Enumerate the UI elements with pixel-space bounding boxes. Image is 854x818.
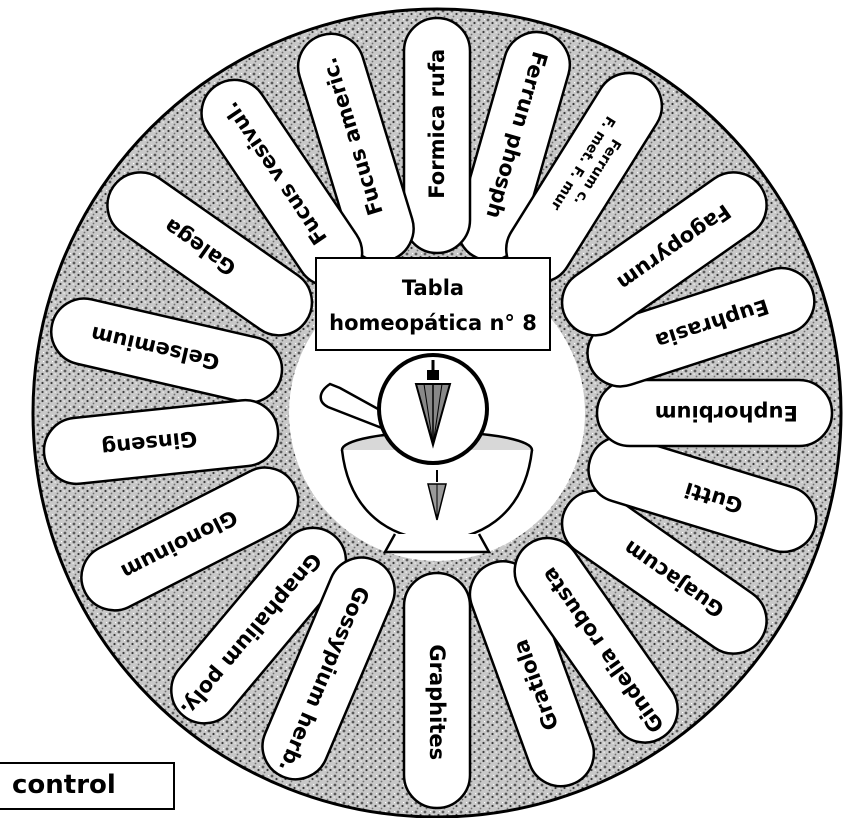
petal-formica-rufa: Formica rufa <box>402 16 472 255</box>
petal-shape-gnaphalium-poly <box>170 526 348 725</box>
petal-shape-fagopyrum <box>560 171 768 337</box>
petal-shape-glonoinum <box>80 466 300 612</box>
pendulum-icon <box>377 353 489 465</box>
petal-shape-gossypium-herb <box>261 556 396 781</box>
petal-shape-gutti <box>587 435 818 554</box>
petal-gelsemium: Gelsemium <box>50 297 284 404</box>
mortar-base <box>382 533 492 554</box>
petal-shape-euphorbium <box>595 378 834 448</box>
petal-galega: Galega <box>106 171 314 337</box>
title-box: Tabla homeopática n° 8 <box>315 257 551 351</box>
petal-shape-graphites <box>402 571 472 810</box>
title-box-frame <box>315 257 551 351</box>
petal-euphorbium: Euphorbium <box>595 378 834 448</box>
remedy-label-euphorbium: Euphorbium <box>655 401 798 425</box>
petal-gratiola: Gratiola <box>468 560 596 788</box>
remedy-label-formica-rufa: Formica rufa <box>425 49 449 199</box>
petal-ginseng: Ginseng <box>42 398 280 486</box>
petal-shape-euphrasia <box>586 266 816 388</box>
control-label: control <box>12 770 116 800</box>
mortar-and-pestle-icon <box>319 382 534 554</box>
petal-shape-guajacum <box>560 489 768 655</box>
petal-shape-ginseng <box>42 398 280 486</box>
petal-shape-galega <box>106 171 314 337</box>
petal-euphrasia: Euphrasia <box>586 266 816 388</box>
petal-graphites: Graphites <box>402 571 472 810</box>
remedy-label-graphites: Graphites <box>425 644 449 760</box>
title-line-1: Tabla <box>402 276 464 300</box>
petal-shape-gelsemium <box>50 297 284 404</box>
control-tab: control <box>0 762 175 810</box>
petal-shape-gratiola <box>468 560 596 788</box>
title-line-2: homeopática n° 8 <box>329 311 537 335</box>
petal-shape-gindelia-robusta <box>513 536 679 744</box>
petal-shape-formica-rufa <box>402 16 472 255</box>
petal-gutti: Gutti <box>587 435 818 554</box>
small-pendulum-icon <box>427 470 447 521</box>
